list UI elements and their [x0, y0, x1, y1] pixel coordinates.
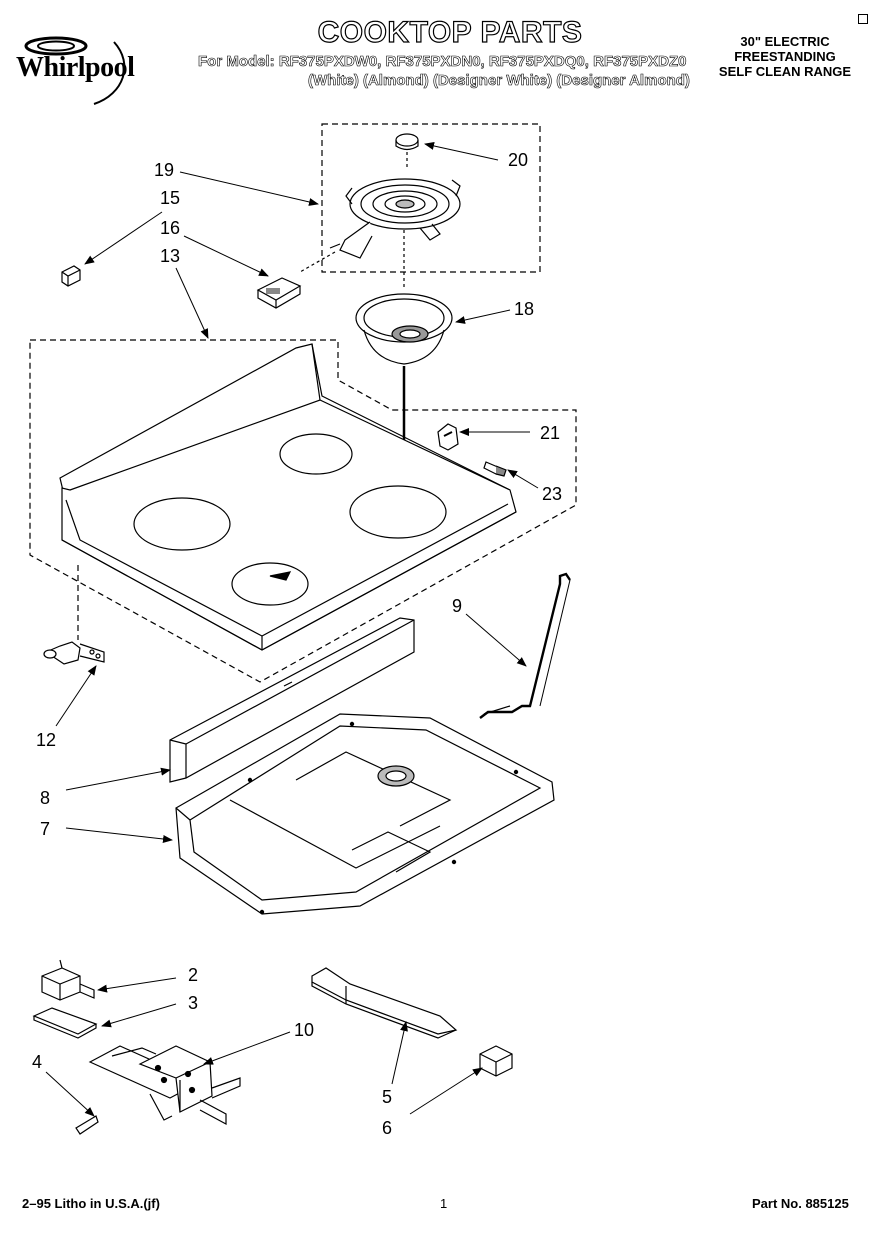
- callout-7: 7: [40, 819, 51, 839]
- callout-23: 23: [542, 484, 563, 504]
- spec-line-3: SELF CLEAN RANGE: [718, 64, 852, 79]
- callout-4: 4: [32, 1052, 43, 1072]
- callout-19: 19: [154, 160, 175, 180]
- brand-name: Whirlpool: [16, 52, 135, 83]
- element-group-outline: [321, 123, 541, 273]
- callout-16: 16: [160, 218, 181, 238]
- part-6-block: [479, 1045, 513, 1077]
- part-20-element-cap: [395, 133, 419, 151]
- whirlpool-logo: Whirlpool: [14, 34, 174, 110]
- corner-mark: [858, 14, 868, 24]
- part-3-insulator: [32, 1007, 98, 1039]
- callout-10: 10: [294, 1020, 315, 1040]
- logo-swirl-icon: [24, 36, 126, 105]
- range-spec: 30" ELECTRIC FREESTANDING SELF CLEAN RAN…: [700, 34, 870, 79]
- part-4-clip: [75, 1115, 99, 1135]
- callout-2: 2: [188, 965, 199, 985]
- page-title: COOKTOP PARTS: [317, 15, 583, 49]
- part-13-cooktop: [59, 343, 517, 651]
- callout-3: 3: [188, 993, 199, 1013]
- callout-20: 20: [508, 150, 529, 170]
- spec-line-1: 30" ELECTRIC: [740, 34, 830, 49]
- part-16-receptacle: [256, 277, 302, 309]
- spec-line-2: FREESTANDING: [734, 49, 836, 64]
- model-colors: (White) (Almond) (Designer White) (Desig…: [308, 72, 691, 90]
- callout-13: 13: [160, 246, 181, 266]
- callout-5: 5: [382, 1087, 393, 1107]
- part-15-clip: [61, 265, 81, 287]
- part-10-mounting-bracket: [88, 1045, 241, 1126]
- part-21-hinge-bracket: [437, 423, 459, 451]
- callout-6: 6: [382, 1118, 393, 1138]
- cooktop-group-outline: [29, 339, 577, 683]
- part-18-drip-bowl: [355, 293, 453, 365]
- callout-15: 15: [160, 188, 181, 208]
- part-5-strap: [311, 967, 458, 1039]
- part-9-support-rod: [479, 572, 571, 719]
- callout-12: 12: [36, 730, 57, 750]
- callout-18: 18: [514, 299, 535, 319]
- callout-9: 9: [452, 596, 463, 616]
- page-number: 1: [440, 1196, 448, 1211]
- part-12-support: [43, 641, 105, 665]
- part-7-burner-box: [175, 713, 555, 915]
- model-numbers: For Model: RF375PXDW0, RF375PXDN0, RF375…: [198, 53, 687, 71]
- litho-note: 2–95 Litho in U.S.A.(jf): [22, 1196, 160, 1211]
- part-2-switch: [41, 959, 95, 1001]
- callout-21: 21: [540, 423, 561, 443]
- part-number: Part No. 885125: [752, 1196, 849, 1211]
- part-8-front-trim: [169, 617, 415, 783]
- part-19-surface-element: [329, 178, 461, 259]
- model-list: For Model: RF375PXDW0, RF375PXDN0, RF375…: [198, 52, 698, 90]
- leader-lines: [45, 142, 539, 1117]
- callout-8: 8: [40, 788, 51, 808]
- part-23-screw: [483, 461, 507, 477]
